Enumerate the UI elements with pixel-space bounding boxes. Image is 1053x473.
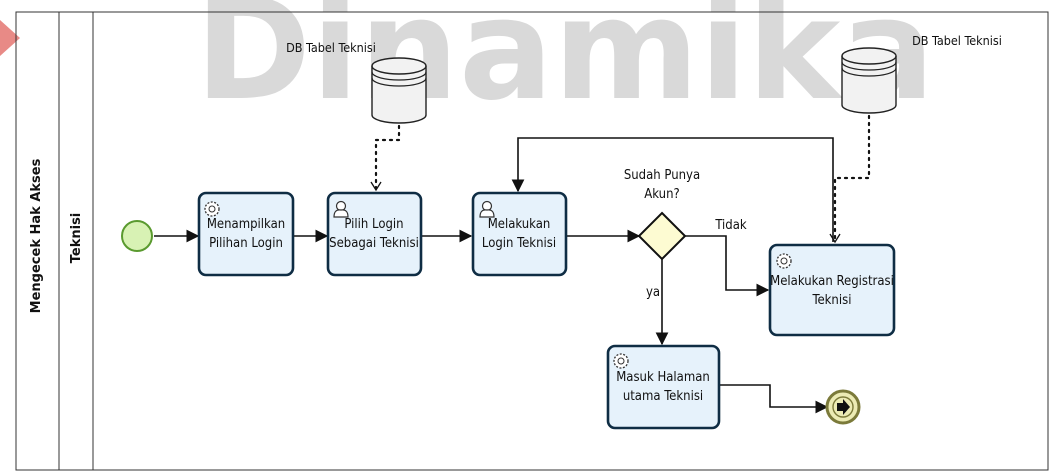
gateway-sudah-punya-akun[interactable] <box>637 211 687 261</box>
task2-label-line1: Pilih Login <box>344 217 403 232</box>
task-pilih-login-sebagai-teknisi[interactable]: Pilih Login Sebagai Teknisi <box>326 191 423 277</box>
end-event[interactable] <box>825 389 861 425</box>
arrow-right-icon <box>837 399 850 415</box>
pool-label: Mengecek Hak Akses <box>29 158 44 313</box>
task4-label-line2: Teknisi <box>812 293 852 308</box>
task3-label-line2: Login Teknisi <box>482 236 556 251</box>
user-icon <box>479 200 495 218</box>
gear-icon <box>204 201 220 217</box>
flow-label-ya: ya <box>646 285 660 300</box>
task3-label-line1: Melakukan <box>488 217 551 232</box>
data-store-db1[interactable] <box>371 57 427 124</box>
flow-label-tidak: Tidak <box>714 218 747 233</box>
task1-label-line2: Pilihan Login <box>209 236 283 251</box>
association-arrowhead-db2 <box>829 233 841 244</box>
flow-gateway-task4 <box>685 235 770 297</box>
gear-icon <box>613 353 629 369</box>
gear-icon <box>776 253 792 269</box>
gateway-label-line1: Sudah Punya <box>624 168 700 183</box>
task5-label-line2: utama Teknisi <box>623 389 703 404</box>
task1-label-line1: Menampilkan <box>207 217 285 232</box>
task-menampilkan-pilihan-login[interactable]: Menampilkan Pilihan Login <box>197 191 295 277</box>
task-masuk-halaman-utama-teknisi[interactable]: Masuk Halaman utama Teknisi <box>606 344 721 430</box>
gateway-label-line2: Akun? <box>644 187 679 202</box>
flow-loop-back-task3 <box>511 137 834 242</box>
task5-label-line1: Masuk Halaman <box>616 370 710 385</box>
pool-frame <box>15 11 1049 471</box>
watermark-logo-mark <box>0 20 20 56</box>
user-icon <box>333 200 349 218</box>
task-melakukan-registrasi-teknisi[interactable]: Melakukan Registrasi Teknisi <box>768 243 896 337</box>
watermark-text: Dinamika <box>195 0 935 132</box>
data-store-db2[interactable] <box>841 47 897 114</box>
data-store-label-db1: DB Tabel Teknisi <box>286 40 376 55</box>
task-melakukan-login-teknisi[interactable]: Melakukan Login Teknisi <box>471 191 568 277</box>
association-db2-task4 <box>833 114 871 242</box>
association-db1-task2 <box>374 124 401 190</box>
task4-label-line1: Melakukan Registrasi <box>770 274 894 289</box>
data-store-label-db2: DB Tabel Teknisi <box>912 33 1002 48</box>
association-arrowhead-db1 <box>370 181 382 192</box>
lane-label: Teknisi <box>69 213 84 264</box>
start-event[interactable] <box>121 220 153 252</box>
flow-task5-end <box>719 384 829 414</box>
task2-label-line2: Sebagai Teknisi <box>329 236 419 251</box>
